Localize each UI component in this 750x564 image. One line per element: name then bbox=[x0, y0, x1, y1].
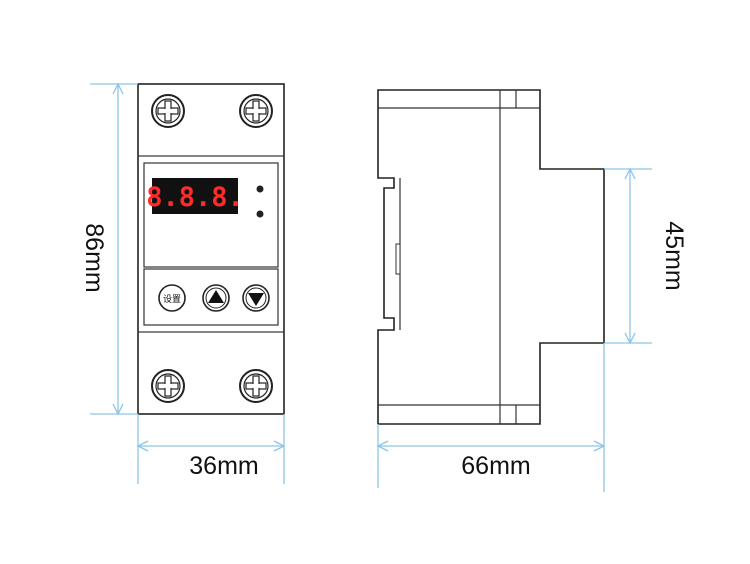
dimension-depth: 66mm bbox=[376, 343, 606, 492]
set-button[interactable]: 设置 bbox=[158, 284, 186, 312]
screw-bottom-left bbox=[151, 369, 185, 403]
dimension-width: 36mm bbox=[136, 414, 286, 484]
triangle-up-icon bbox=[208, 290, 224, 303]
rail-clip-latch bbox=[395, 243, 401, 275]
dimension-height: 86mm bbox=[80, 82, 138, 416]
front-view: 8.8.8. 设置 bbox=[137, 83, 285, 415]
side-body-outline bbox=[377, 89, 605, 425]
down-button[interactable] bbox=[242, 284, 270, 312]
depth-label: 66mm bbox=[461, 452, 530, 480]
dimension-rail-height: 45mm bbox=[604, 167, 688, 345]
led-digits: 8.8.8. bbox=[146, 182, 244, 213]
indicator-led-1 bbox=[256, 185, 264, 193]
screw-top-left bbox=[151, 94, 185, 128]
rail-height-label: 45mm bbox=[660, 221, 688, 290]
indicator-led-2 bbox=[256, 210, 264, 218]
led-screen bbox=[152, 178, 238, 214]
display-panel bbox=[143, 162, 279, 268]
up-button[interactable] bbox=[202, 284, 230, 312]
side-view bbox=[377, 89, 605, 425]
front-panel-frame bbox=[137, 155, 285, 333]
screw-top-right bbox=[239, 94, 273, 128]
front-body-outline bbox=[137, 83, 285, 415]
button-panel bbox=[143, 268, 279, 326]
set-button-label: 设置 bbox=[163, 294, 181, 305]
width-label: 36mm bbox=[189, 452, 258, 480]
triangle-down-icon bbox=[248, 293, 264, 306]
screw-bottom-right bbox=[239, 369, 273, 403]
height-label: 86mm bbox=[80, 223, 108, 292]
